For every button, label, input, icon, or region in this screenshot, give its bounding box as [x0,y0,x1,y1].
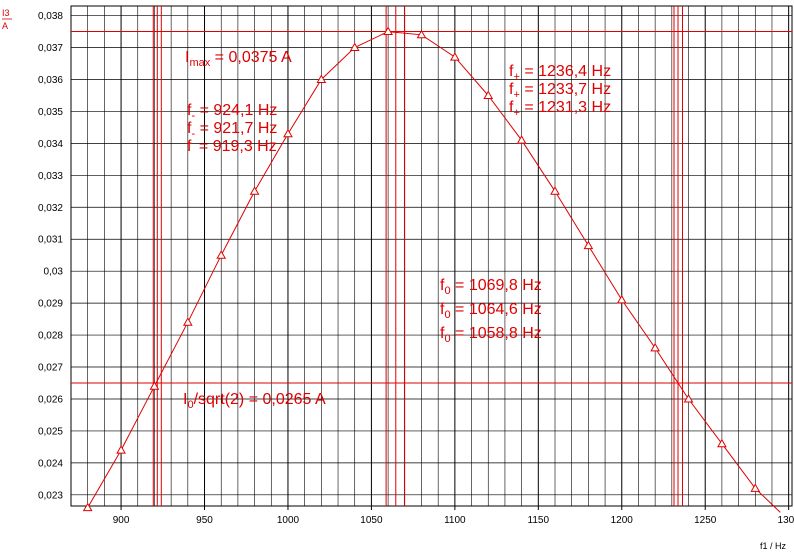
x-tick-label: 1250 [694,515,717,526]
data-point [82,502,93,512]
data-point [750,483,761,492]
x-tick-label: 900 [113,515,130,526]
y-tick-label: 0,025 [38,426,63,437]
data-markers [82,26,761,512]
annotation-f0: f0 = 1064,6 Hz [440,301,542,321]
data-point [149,381,160,390]
grid [70,5,793,507]
data-point [616,294,627,304]
y-tick-label: 0,038 [38,11,63,22]
data-point [683,393,694,403]
data-point [483,90,494,99]
data-point [383,26,393,36]
y-axis-label-bottom: A [2,21,8,31]
frequency-markers [152,6,684,506]
data-point [349,42,360,52]
data-point [450,52,460,61]
annotation-f-plus: f+ = 1236,4 Hz [509,63,611,83]
series [87,31,781,513]
y-tick-label: 0,026 [38,394,63,405]
data-point [116,445,126,454]
annotation-f-plus: f+ = 1231,3 Hz [509,99,611,119]
data-point [249,186,260,195]
y-tick-label: 0,031 [38,235,63,246]
data-point [283,128,293,138]
y-tick-label: 0,032 [38,203,63,214]
data-point [182,317,193,326]
data-point [316,74,327,83]
y-tick-label: 0,037 [38,43,63,54]
plot-frame [70,5,793,507]
y-tick-label: 0,023 [38,490,63,501]
current-markers [71,31,792,384]
y-tick-labels: 0,023 0,024 0,025 0,026 0,027 0,028 0,029 0,03 0… [38,11,63,501]
series-line [87,31,781,513]
data-point [550,186,560,195]
y-tick-label: 0,036 [38,75,63,86]
data-point [416,29,427,39]
data-point [516,135,527,144]
y-tick-label: 0,035 [38,107,63,118]
y-axis-label-top: I3 [2,8,10,18]
annotation-f-minus: f- = 921,7 Hz [187,120,277,140]
annotation-f-minus: f- = 924,1 Hz [187,102,277,122]
data-point [583,240,594,250]
x-tick-label: 1100 [444,515,466,526]
x-tick-label: 1200 [611,515,634,526]
x-tick-label: 1000 [277,515,300,526]
x-tick-label: 950 [196,515,213,526]
y-tick-label: 0,03 [44,267,64,278]
x-tick-label: 1050 [360,515,383,526]
y-tick-label: 0,028 [38,331,63,342]
y-tick-label: 0,033 [38,171,63,182]
y-tick-label: 0,027 [38,363,63,374]
data-point [216,250,227,259]
data-point [717,438,727,448]
x-tick-label: 1150 [528,515,550,526]
annotation-f0: f0 = 1058,8 Hz [440,325,542,345]
annotation-f-plus: f+ = 1233,7 Hz [509,81,611,101]
data-point [650,342,661,352]
annotation-f-minus: f = 919,3 Hz [187,138,277,155]
y-tick-label: 0,024 [38,458,63,469]
annotation-i0-sqrt2: I0/sqrt(2) = 0,0265 A [183,391,326,411]
x-axis-label: f1 / Hz [760,541,787,551]
annotation-f0: f0 = 1069,8 Hz [440,277,542,297]
y-tick-label: 0,029 [38,299,63,310]
annotations: Imax = 0,0375 A f- = 924,1 Hzf- = 921,7 H… [183,49,611,411]
annotation-imax: Imax = 0,0375 A [185,49,292,69]
y-tick-label: 0,034 [38,139,63,150]
